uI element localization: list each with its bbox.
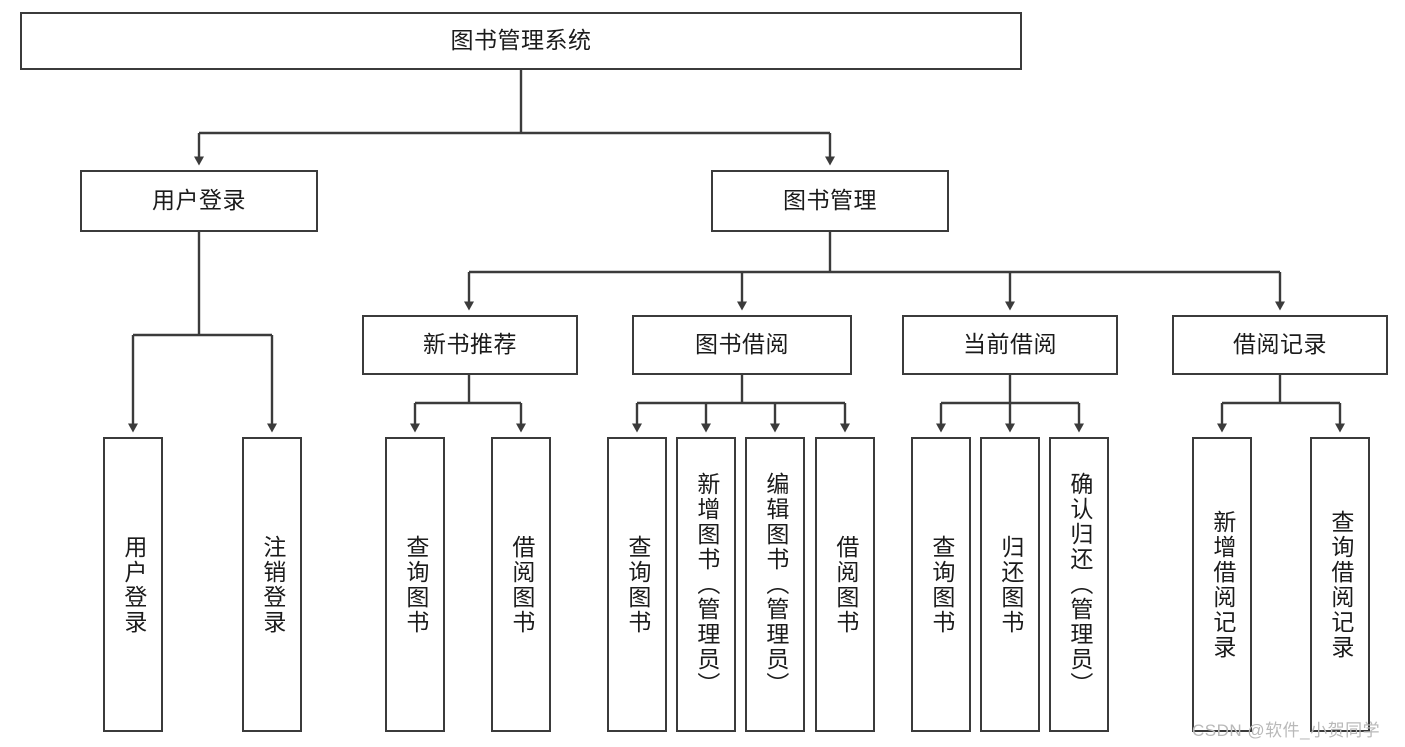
leaf-query-borrow-record-label: 查询借阅记录 bbox=[1327, 509, 1354, 660]
node-borrow-records-label: 借阅记录 bbox=[1233, 331, 1327, 358]
node-current-borrow[interactable]: 当前借阅 bbox=[902, 315, 1118, 375]
leaf-logout-label: 注销登录 bbox=[259, 534, 286, 635]
leaf-query-book-newbook[interactable]: 查询图书 bbox=[385, 437, 445, 732]
node-current-borrow-label: 当前借阅 bbox=[963, 331, 1057, 358]
leaf-borrow-book-label: 借阅图书 bbox=[832, 534, 859, 635]
leaf-add-borrow-record-label: 新增借阅记录 bbox=[1209, 509, 1236, 660]
leaf-edit-book-admin-label: 编辑图书（管理员） bbox=[762, 472, 789, 697]
leaf-query-book-newbook-label: 查询图书 bbox=[402, 534, 429, 635]
node-book-borrow-label: 图书借阅 bbox=[695, 331, 789, 358]
csdn-watermark: CSDN @软件_小贺同学 bbox=[1192, 721, 1381, 740]
node-root[interactable]: 图书管理系统 bbox=[20, 12, 1022, 70]
node-new-book-recommend-label: 新书推荐 bbox=[423, 331, 517, 358]
node-borrow-records[interactable]: 借阅记录 bbox=[1172, 315, 1388, 375]
leaf-confirm-return-admin-label: 确认归还（管理员） bbox=[1066, 472, 1093, 697]
leaf-add-book-admin-label: 新增图书（管理员） bbox=[693, 472, 720, 697]
leaf-borrow-book-newbook-label: 借阅图书 bbox=[508, 534, 535, 635]
node-book-management-label: 图书管理 bbox=[783, 187, 877, 214]
leaf-borrow-book-newbook[interactable]: 借阅图书 bbox=[491, 437, 551, 732]
node-root-label: 图书管理系统 bbox=[450, 27, 592, 54]
node-book-borrow[interactable]: 图书借阅 bbox=[632, 315, 852, 375]
leaf-add-borrow-record[interactable]: 新增借阅记录 bbox=[1192, 437, 1252, 732]
leaf-return-book[interactable]: 归还图书 bbox=[980, 437, 1040, 732]
leaf-return-book-label: 归还图书 bbox=[997, 534, 1024, 635]
leaf-user-login-label: 用户登录 bbox=[120, 534, 147, 635]
leaf-query-borrow-record[interactable]: 查询借阅记录 bbox=[1310, 437, 1370, 732]
leaf-query-book-current[interactable]: 查询图书 bbox=[911, 437, 971, 732]
node-book-management[interactable]: 图书管理 bbox=[711, 170, 949, 232]
node-user-login-label: 用户登录 bbox=[152, 187, 246, 214]
leaf-add-book-admin[interactable]: 新增图书（管理员） bbox=[676, 437, 736, 732]
leaf-query-book-current-label: 查询图书 bbox=[928, 534, 955, 635]
leaf-edit-book-admin[interactable]: 编辑图书（管理员） bbox=[745, 437, 805, 732]
leaf-user-login[interactable]: 用户登录 bbox=[103, 437, 163, 732]
leaf-confirm-return-admin[interactable]: 确认归还（管理员） bbox=[1049, 437, 1109, 732]
node-new-book-recommend[interactable]: 新书推荐 bbox=[362, 315, 578, 375]
leaf-logout[interactable]: 注销登录 bbox=[242, 437, 302, 732]
leaf-query-book-borrow[interactable]: 查询图书 bbox=[607, 437, 667, 732]
leaf-borrow-book[interactable]: 借阅图书 bbox=[815, 437, 875, 732]
leaf-query-book-borrow-label: 查询图书 bbox=[624, 534, 651, 635]
node-user-login[interactable]: 用户登录 bbox=[80, 170, 318, 232]
